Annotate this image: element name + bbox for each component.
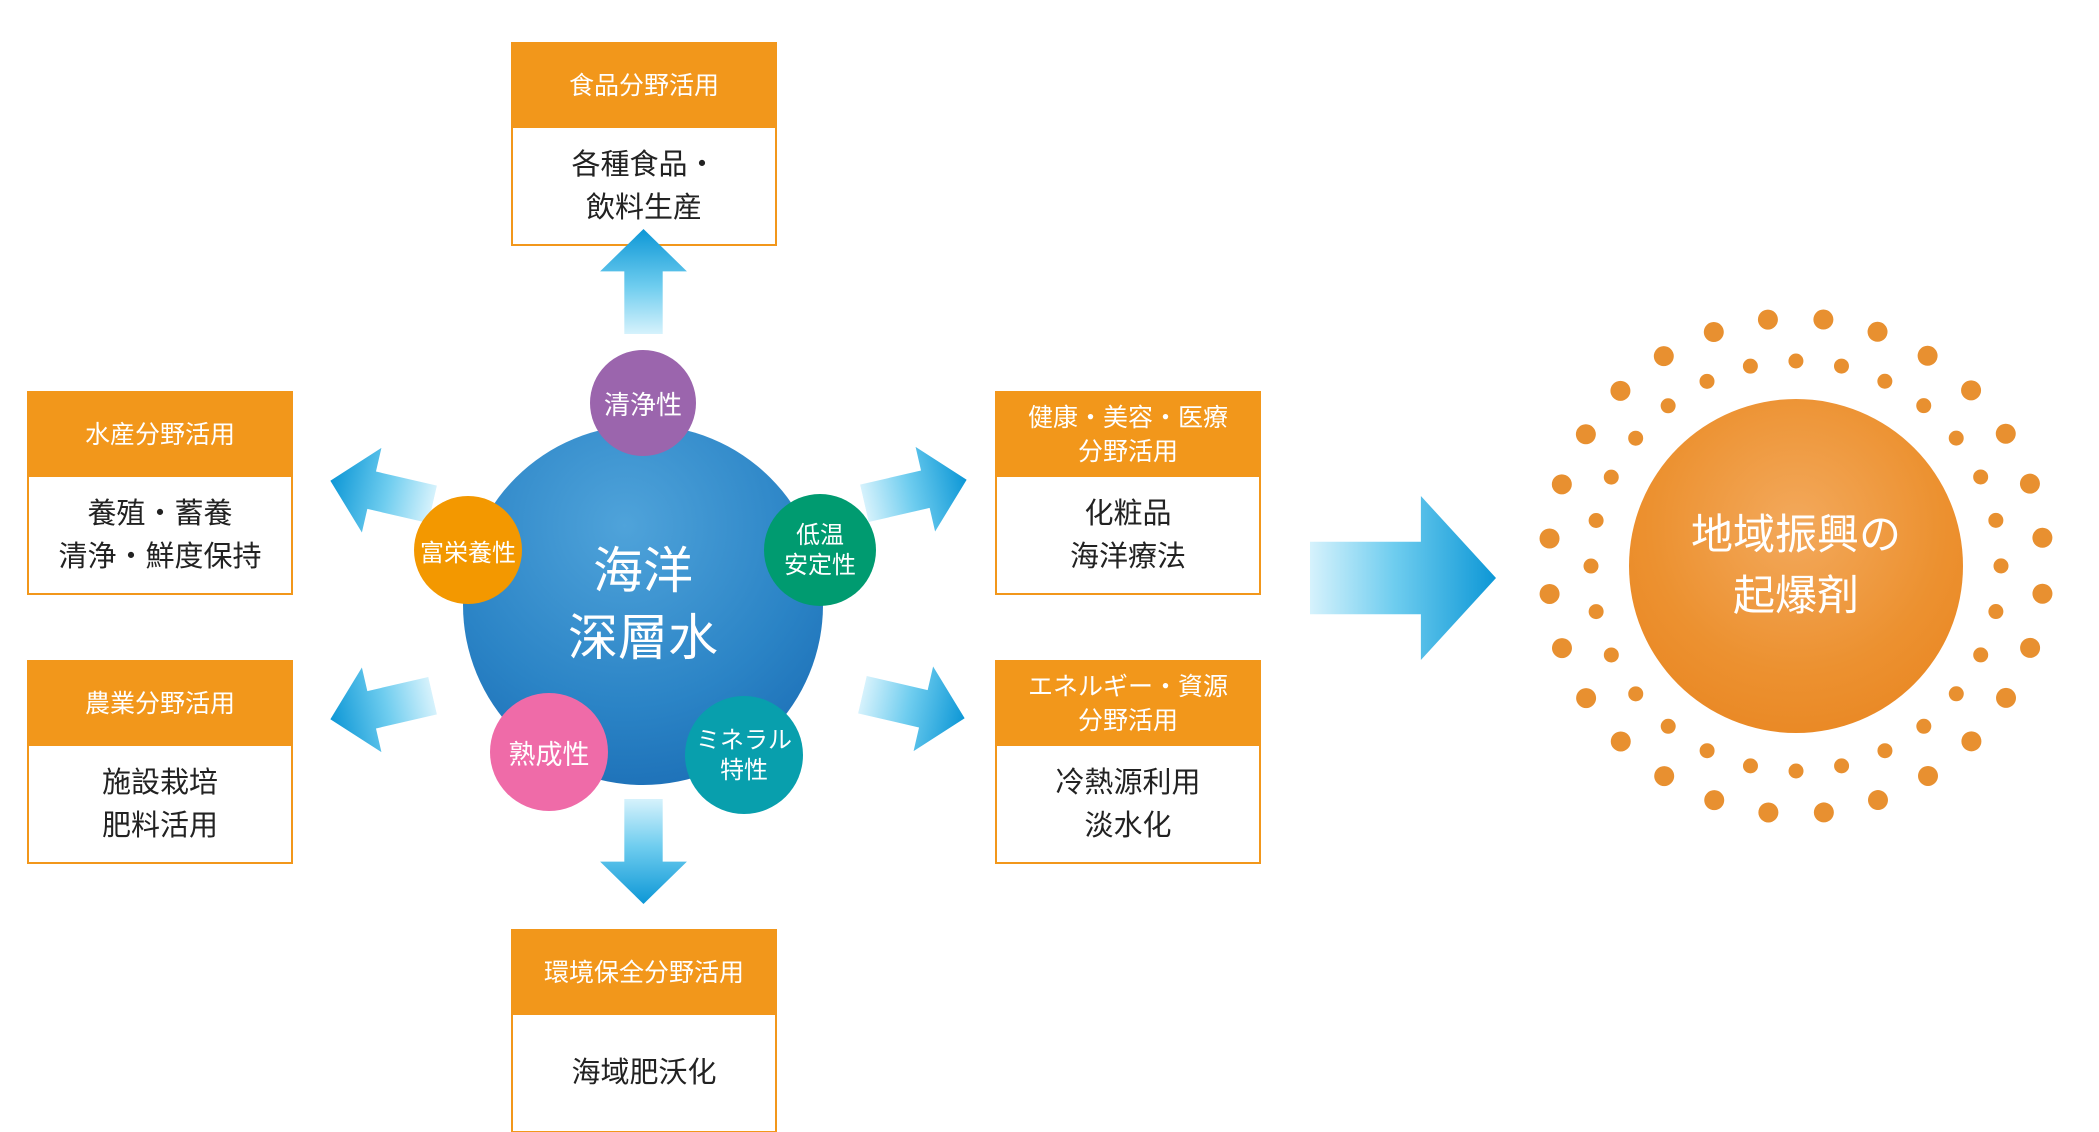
field-body-fishery: 養殖・蓄養 清浄・鮮度保持: [29, 477, 291, 593]
goal-circle-regional-development: 地域振興の 起爆剤: [1629, 399, 1963, 733]
field-header-label: 環境保全分野活用: [543, 958, 744, 988]
field-header-food: 食品分野活用: [513, 44, 775, 128]
arrow-right-to-health-icon: [860, 446, 967, 532]
field-body-line: 海洋療法: [1069, 539, 1186, 573]
field-body-line: 養殖・蓄養: [87, 495, 233, 530]
field-header-label: 分野活用: [1077, 706, 1178, 735]
field-header-energy: エネルギー・資源 分野活用: [997, 662, 1259, 746]
field-body-line: 化粧品: [1084, 495, 1172, 530]
field-header-label: 農業分野活用: [84, 689, 235, 719]
field-body-energy: 冷熱源利用 淡水化: [997, 746, 1259, 862]
property-label: 安定性: [784, 551, 856, 579]
field-body-line: 海域肥沃化: [571, 1055, 717, 1090]
property-label: 特性: [720, 756, 768, 784]
field-body-line: 肥料活用: [101, 808, 218, 842]
field-box-environment: 環境保全分野活用 海域肥沃化: [511, 929, 777, 1132]
field-header-label: エネルギー・資源: [1027, 672, 1228, 702]
arrow-left-to-fishery-icon: [330, 447, 437, 533]
goal-line: 起爆剤: [1732, 571, 1859, 620]
property-label: 清浄性: [603, 390, 682, 421]
field-header-agriculture: 農業分野活用: [29, 662, 291, 746]
field-body-line: 各種食品・: [571, 146, 717, 181]
field-body-line: 飲料生産: [585, 190, 702, 224]
field-header-label: 水産分野活用: [84, 420, 235, 450]
field-box-energy: エネルギー・資源 分野活用 冷熱源利用 淡水化: [995, 660, 1261, 864]
property-circle-maturity: 熟成性: [490, 693, 608, 811]
field-header-fishery: 水産分野活用: [29, 393, 291, 477]
property-label: ミネラル: [696, 726, 792, 754]
property-label: 熟成性: [508, 739, 590, 771]
field-header-label: 食品分野活用: [568, 71, 719, 101]
property-circle-low-temp-stability: 低温 安定性: [764, 494, 876, 606]
field-body-line: 清浄・鮮度保持: [58, 539, 262, 573]
property-label: 富栄養性: [420, 538, 516, 567]
goal-dots-rings-icon: [1538, 308, 2054, 824]
field-header-environment: 環境保全分野活用: [513, 931, 775, 1015]
field-box-agriculture: 農業分野活用 施設栽培 肥料活用: [27, 660, 293, 864]
field-header-label: 分野活用: [1077, 437, 1178, 466]
field-box-food: 食品分野活用 各種食品・ 飲料生産: [511, 42, 777, 246]
arrow-main-to-goal-icon: [1310, 496, 1496, 660]
field-body-health: 化粧品 海洋療法: [997, 477, 1259, 593]
field-box-fishery: 水産分野活用 養殖・蓄養 清浄・鮮度保持: [27, 391, 293, 595]
property-label: 低温: [796, 521, 844, 549]
field-body-line: 冷熱源利用: [1055, 764, 1201, 799]
goal-line: 地域振興の: [1690, 510, 1901, 560]
center-circle-line: 海洋: [593, 541, 693, 600]
field-body-environment: 海域肥沃化: [513, 1015, 775, 1131]
arrow-up-to-food-icon: [600, 229, 687, 334]
field-body-line: 淡水化: [1084, 808, 1172, 842]
property-circle-purity: 清浄性: [590, 350, 696, 456]
field-body-line: 施設栽培: [101, 764, 218, 799]
arrow-left-to-agriculture-icon: [330, 667, 437, 753]
field-body-food: 各種食品・ 飲料生産: [513, 128, 775, 244]
arrow-right-to-energy-icon: [858, 666, 965, 752]
arrow-down-to-environment-icon: [600, 799, 687, 904]
field-header-label: 健康・美容・医療: [1027, 403, 1228, 433]
field-box-health: 健康・美容・医療 分野活用 化粧品 海洋療法: [995, 391, 1261, 595]
property-circle-eutrophy: 富栄養性: [414, 496, 522, 604]
field-header-health: 健康・美容・医療 分野活用: [997, 393, 1259, 477]
field-body-agriculture: 施設栽培 肥料活用: [29, 746, 291, 862]
property-circle-mineral: ミネラル 特性: [685, 696, 803, 814]
center-circle-line: 深層水: [568, 609, 718, 667]
